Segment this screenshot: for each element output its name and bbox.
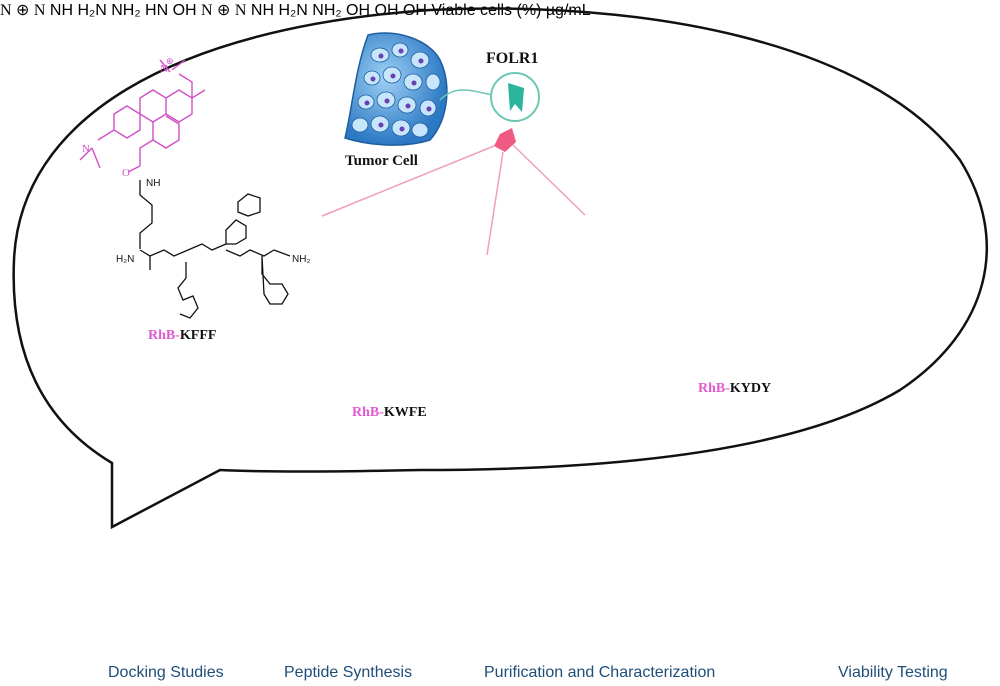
compound-label-kydy: RhB-KYDY (698, 381, 772, 396)
atom-label: N (234, 2, 247, 19)
tumor-cell-label: Tumor Cell (345, 153, 418, 169)
atom-label: NH₂ (111, 2, 141, 19)
atom-label: N (160, 63, 168, 75)
step-purification: Purification and Characterization (484, 664, 716, 681)
step-peptide-synthesis: Peptide Synthesis (284, 664, 413, 681)
rhb-kwfe-structure: N ⊕ N NH H₂N NH₂ HN OH (0, 2, 201, 19)
atom-label: NH (49, 2, 73, 19)
folr1-label: FOLR1 (486, 50, 538, 67)
atom-label: ⊕ (217, 2, 231, 19)
atom-label: O (122, 167, 130, 179)
atom-label: N (0, 2, 12, 19)
atom-label: N (201, 2, 213, 19)
atom-label: H₂N (278, 2, 308, 19)
atom-label: N (82, 143, 90, 155)
compound-label-kfff: RhB-KFFF (148, 328, 217, 343)
ligand-bookmark-icon (508, 83, 524, 112)
atom-label: ⊕ (166, 56, 174, 66)
rhb-kfff-structure: N ⊕ N O NH H₂N NH₂ (79, 56, 310, 319)
chart-ylabel: Viable cells (%) (431, 2, 542, 19)
speech-bubble (12, 7, 988, 530)
atom-label: H₂N (77, 2, 107, 19)
atom-label: NH (146, 178, 160, 189)
atom-label: HN (145, 2, 169, 19)
rhb-kydy-structure: N ⊕ N NH H₂N NH₂ OH OH OH (201, 2, 431, 19)
atom-label: H₂N (116, 254, 134, 265)
atom-label: ⊕ (16, 2, 30, 19)
atom-label: N (33, 2, 46, 19)
atom-label: OH (346, 2, 371, 19)
atom-label: NH₂ (292, 254, 310, 265)
atom-label: OH (172, 2, 197, 19)
tumor-cell-icon (344, 32, 448, 146)
step-viability-testing: Viability Testing (838, 664, 948, 681)
connector-curve (439, 89, 493, 101)
atom-label: NH₂ (312, 2, 342, 19)
atom-label: NH (250, 2, 275, 19)
compound-label-kwfe: RhB-KWFE (352, 405, 427, 420)
receptor-pentagon-icon (494, 128, 516, 152)
binding-lines (321, 144, 586, 256)
step-docking-studies: Docking Studies (108, 664, 224, 681)
